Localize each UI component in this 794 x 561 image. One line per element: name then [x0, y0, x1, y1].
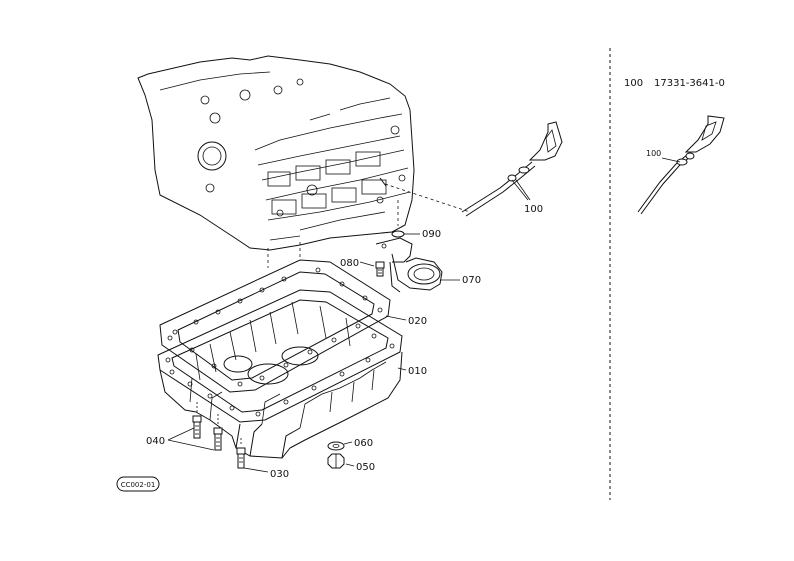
oil-pan [157, 289, 403, 459]
callout-100-main: 100 [524, 204, 543, 215]
dipstick-main [461, 121, 563, 217]
callout-100-detail: 100 [646, 149, 661, 158]
callout-060: 060 [354, 438, 373, 449]
drain-plug-050 [327, 453, 345, 469]
callout-080: 080 [340, 258, 359, 269]
oil-pan-gasket [159, 259, 391, 393]
callout-090: 090 [422, 229, 441, 240]
callout-030: 030 [270, 469, 289, 480]
callout-010: 010 [408, 366, 427, 377]
leader-lines [167, 179, 531, 473]
dipstick-detail [637, 115, 725, 215]
callout-020: 020 [408, 316, 427, 327]
callout-040: 040 [146, 436, 165, 447]
figure-code-badge: CC002-01 [116, 476, 160, 492]
washer-060 [327, 441, 345, 451]
figure-code: CC002-01 [121, 481, 156, 489]
bolts-040 [192, 400, 223, 451]
drain-bolt-030 [236, 436, 246, 469]
bolt-080 [375, 261, 385, 277]
parts-list-part-no: 17331-3641-0 [654, 78, 725, 89]
engine-block [137, 55, 471, 251]
callout-050: 050 [356, 462, 375, 473]
parts-list-item-no: 100 [624, 78, 643, 89]
alignment-lines [267, 200, 399, 268]
callout-070: 070 [462, 275, 481, 286]
oil-strainer [375, 230, 443, 293]
